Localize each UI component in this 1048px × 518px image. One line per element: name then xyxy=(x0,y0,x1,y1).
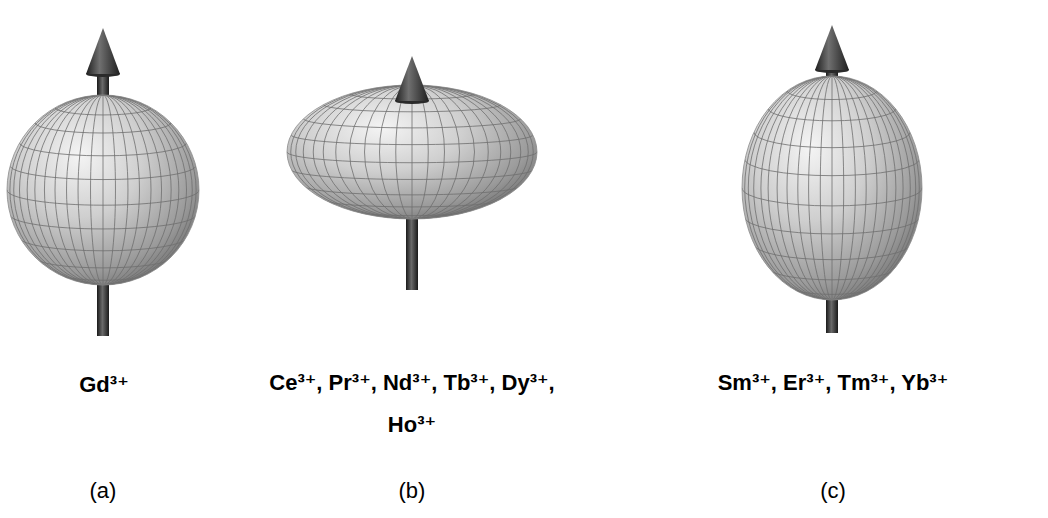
panel-label: (b) xyxy=(372,470,452,512)
ion-label: Gd³⁺ xyxy=(4,364,204,406)
panel-label: (c) xyxy=(793,470,873,512)
arrow-head xyxy=(86,28,120,74)
oblate-ion xyxy=(287,56,537,290)
oblate-shape xyxy=(287,85,537,219)
prolate-shape xyxy=(742,76,922,300)
sphere-shape xyxy=(7,95,199,285)
ion-list-label: Ce³⁺, Pr³⁺, Nd³⁺, Tb³⁺, Dy³⁺, Ho³⁺ xyxy=(267,362,557,446)
panel-label: (a) xyxy=(63,470,143,512)
arrow-head xyxy=(395,56,429,101)
ion-list-label: Sm³⁺, Er³⁺, Tm³⁺, Yb³⁺ xyxy=(623,362,1043,404)
spherical-ion xyxy=(7,28,199,336)
prolate-ion xyxy=(742,25,922,333)
arrow-head xyxy=(815,25,849,70)
